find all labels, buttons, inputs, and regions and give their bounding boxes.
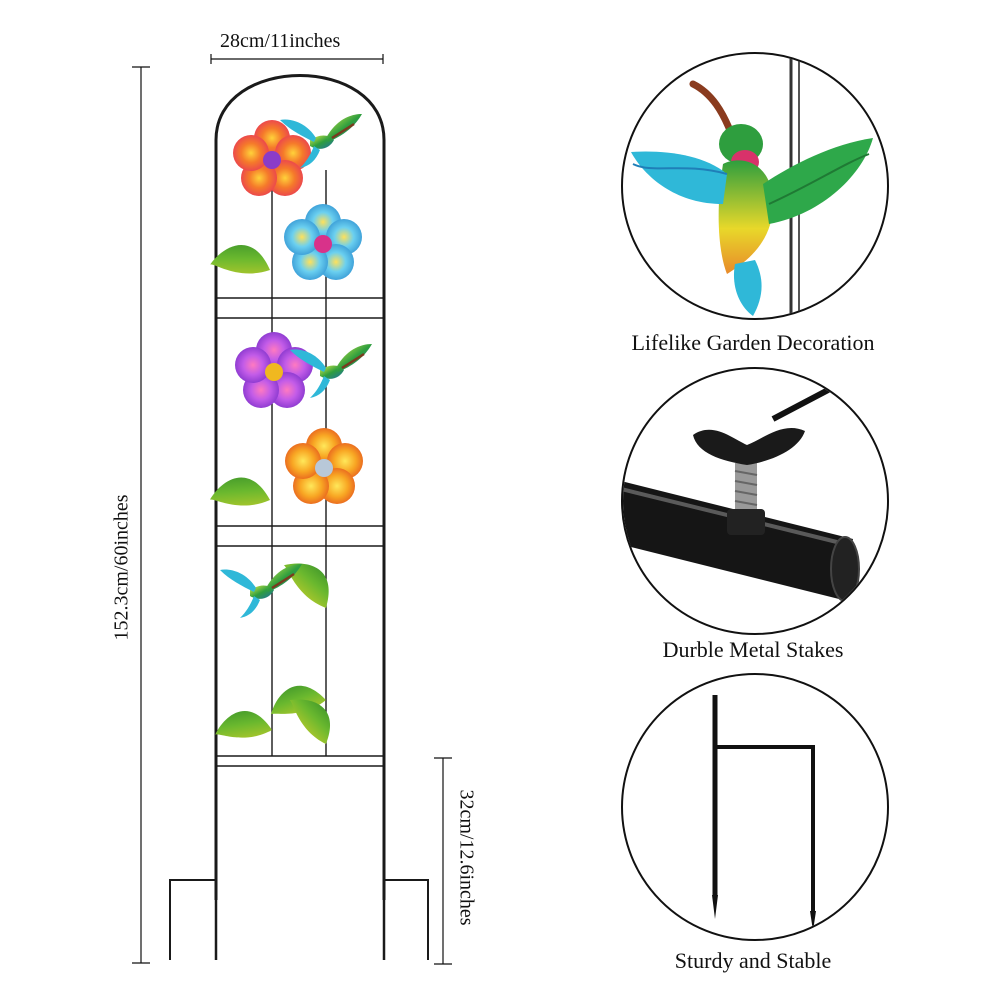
orange-flower [285, 428, 363, 504]
feature-circle-clamp [621, 367, 889, 635]
feature-caption-2: Durble Metal Stakes [662, 637, 844, 662]
blue-flower [284, 204, 362, 280]
feature-caption-3: Sturdy and Stable [674, 948, 832, 973]
trellis-frame [169, 74, 429, 960]
hummingbird-icon [631, 54, 873, 318]
hummingbird-bottom [218, 562, 304, 620]
red-flower [233, 120, 311, 196]
stake-label: 32cm/12.6inches [455, 789, 478, 926]
height-arrow-line [132, 66, 150, 964]
width-arrow-line [210, 54, 384, 64]
width-label: 28cm/11inches [220, 30, 341, 52]
purple-flower [235, 332, 313, 408]
wing-nut-clamp-icon [623, 369, 875, 602]
feature-caption-1: Lifelike Garden Decoration [631, 330, 875, 355]
trellis-illustration [169, 74, 429, 960]
height-label: 152.3cm/60inches [110, 494, 133, 641]
feature-circle-stake [621, 673, 889, 941]
stake-arrow-line [434, 757, 452, 965]
feature-circle-hummingbird [621, 52, 889, 320]
width-dimension: 28cm/11inches [210, 30, 384, 64]
ground-stake-icon [712, 695, 816, 931]
